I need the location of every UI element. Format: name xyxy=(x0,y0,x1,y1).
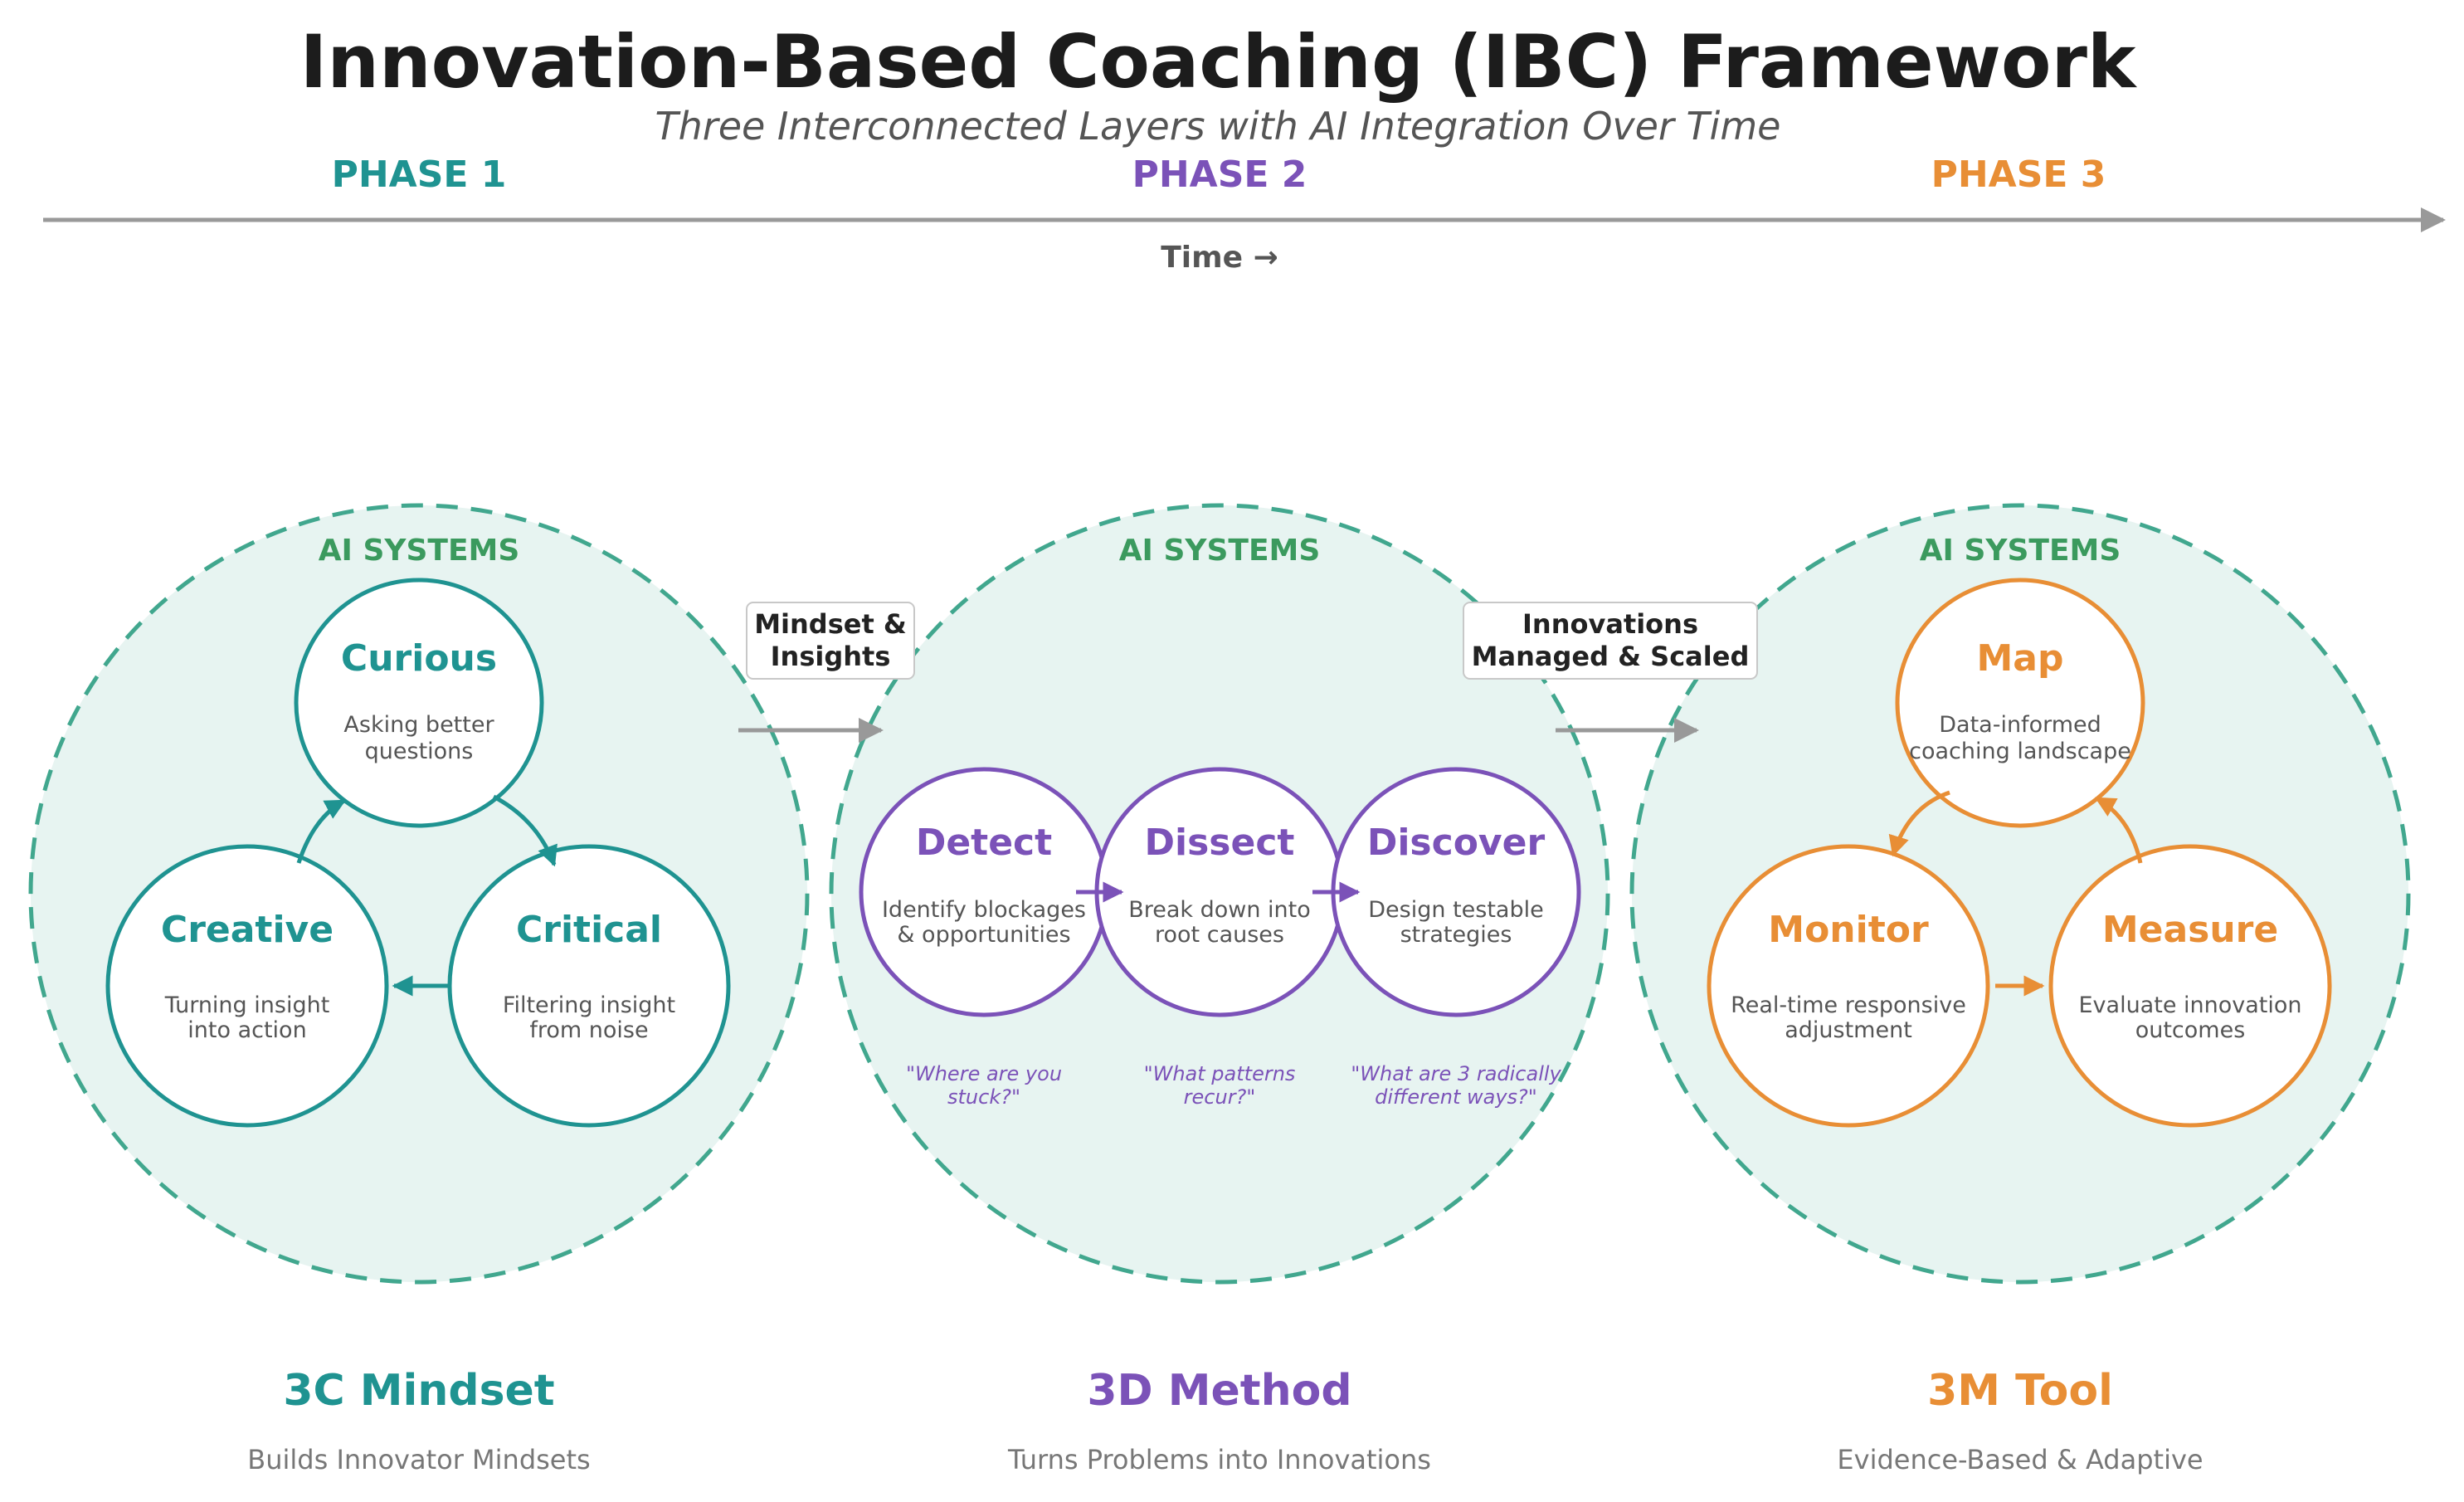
detect-question-line-2: stuck?" xyxy=(947,1085,1020,1109)
discover-desc-line-2: strategies xyxy=(1400,922,1512,948)
layer-1-tagline: Builds Innovator Mindsets xyxy=(247,1444,590,1475)
layer-3m-tool: AI SYSTEMS Map Data-informed coaching la… xyxy=(1629,503,2411,1285)
layer-3c-mindset: AI SYSTEMS Curious Asking better questio… xyxy=(28,503,810,1285)
phase-3-label: PHASE 3 xyxy=(1931,154,2106,196)
map-to-monitor-arrow xyxy=(1888,790,1950,857)
transfer-label-line-2: Managed & Scaled xyxy=(1472,641,1750,672)
measure-to-map-arrow xyxy=(2094,796,2143,864)
transfer-label-line-1: Mindset & xyxy=(754,608,907,640)
diagram-title: Innovation-Based Coaching (IBC) Framewor… xyxy=(300,19,2138,105)
curious-desc-line-2: questions xyxy=(365,739,474,764)
ai-systems-label: AI SYSTEMS xyxy=(1119,534,1321,568)
creative-title: Creative xyxy=(161,909,334,951)
time-axis-label: Time → xyxy=(1161,241,1278,275)
diagram-subtitle: Three Interconnected Layers with AI Inte… xyxy=(655,104,1781,149)
transfer-mindset-insights: Mindset & Insights xyxy=(738,602,915,743)
critical-title: Critical xyxy=(516,909,662,951)
monitor-desc-line-2: adjustment xyxy=(1785,1017,1912,1043)
map-desc-line-2: coaching landscape xyxy=(1909,739,2131,764)
layer-1-title: 3C Mindset xyxy=(283,1366,554,1416)
dissect-title: Dissect xyxy=(1145,822,1295,864)
discover-question-line-1: "What are 3 radically xyxy=(1351,1062,1561,1085)
dissect-question-line-2: recur?" xyxy=(1184,1085,1256,1109)
discover-node xyxy=(1331,767,1581,1017)
detect-desc-line-2: & opportunities xyxy=(897,922,1070,948)
discover-question-line-2: different ways?" xyxy=(1375,1085,1537,1109)
transfer-label-box xyxy=(746,602,915,680)
phase-1-label: PHASE 1 xyxy=(332,154,507,196)
dissect-node xyxy=(1094,767,1345,1017)
transfer-label-box xyxy=(1463,602,1758,680)
phase-2-label: PHASE 2 xyxy=(1132,154,1307,196)
dissect-desc-line-2: root causes xyxy=(1155,922,1284,948)
detect-question-line-1: "Where are you xyxy=(906,1062,1062,1085)
transfer-label-line-1: Innovations xyxy=(1522,608,1698,640)
measure-desc-line-1: Evaluate innovation xyxy=(2078,992,2301,1018)
discover-desc-line-1: Design testable xyxy=(1368,897,1543,923)
map-desc-line-1: Data-informed xyxy=(1939,712,2101,738)
curious-node xyxy=(294,578,544,828)
transfer-label-line-2: Insights xyxy=(771,641,891,672)
transfer-innovations-managed: Innovations Managed & Scaled xyxy=(1463,602,1758,743)
ai-systems-label: AI SYSTEMS xyxy=(1920,534,2121,568)
layer-2-tagline: Turns Problems into Innovations xyxy=(1007,1444,1431,1475)
map-title: Map xyxy=(1977,637,2064,680)
ai-systems-label: AI SYSTEMS xyxy=(319,534,520,568)
measure-title: Measure xyxy=(2102,909,2278,951)
creative-to-curious-arrow xyxy=(296,798,347,864)
detect-node xyxy=(859,767,1109,1017)
measure-node xyxy=(2048,844,2332,1128)
dissect-desc-line-1: Break down into xyxy=(1128,897,1311,923)
dissect-question-line-1: "What patterns xyxy=(1144,1062,1296,1085)
measure-desc-line-2: outcomes xyxy=(2135,1017,2246,1043)
discover-title: Discover xyxy=(1367,822,1546,864)
layer-2-title: 3D Method xyxy=(1087,1366,1351,1416)
layer-3d-method: AI SYSTEMS Detect Identify blockages & o… xyxy=(829,503,1610,1285)
critical-node xyxy=(447,844,731,1128)
creative-desc-line-1: Turning insight xyxy=(164,992,330,1018)
critical-desc-line-2: from noise xyxy=(529,1017,648,1043)
layer-3-tagline: Evidence-Based & Adaptive xyxy=(1837,1444,2203,1475)
detect-title: Detect xyxy=(916,822,1052,864)
curious-title: Curious xyxy=(341,637,497,680)
creative-node xyxy=(105,844,389,1128)
monitor-desc-line-1: Real-time responsive xyxy=(1731,992,1966,1018)
curious-desc-line-1: Asking better xyxy=(343,712,494,738)
map-node xyxy=(1895,578,2145,828)
creative-desc-line-2: into action xyxy=(187,1017,306,1043)
layer-3-title: 3M Tool xyxy=(1927,1366,2113,1416)
curious-to-critical-arrow xyxy=(492,794,558,867)
monitor-title: Monitor xyxy=(1768,909,1929,951)
detect-desc-line-1: Identify blockages xyxy=(882,897,1086,923)
critical-desc-line-1: Filtering insight xyxy=(503,992,675,1018)
monitor-node xyxy=(1707,844,1990,1128)
